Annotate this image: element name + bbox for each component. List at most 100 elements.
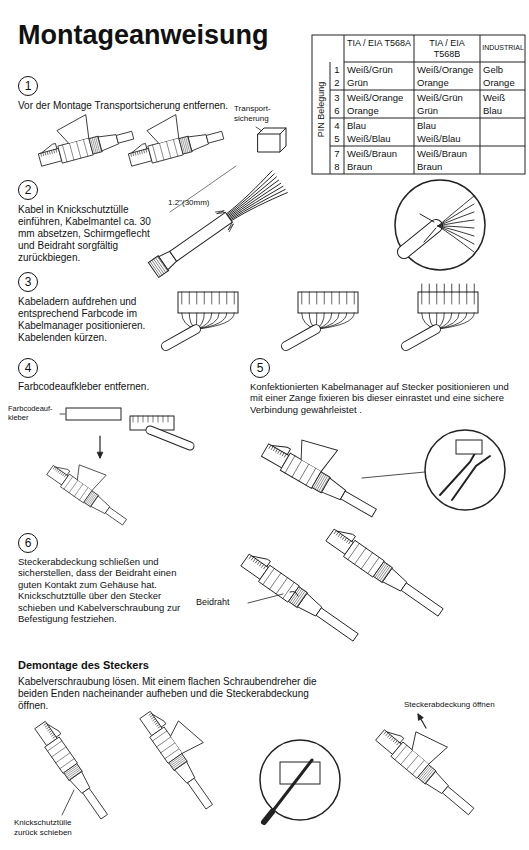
wire	[436, 313, 474, 329]
wire	[228, 180, 280, 217]
slot	[339, 292, 340, 304]
table-cell: Braun	[347, 161, 413, 172]
latch	[337, 526, 355, 541]
contact	[61, 472, 63, 474]
wire	[229, 182, 281, 219]
contact	[154, 721, 157, 723]
contact	[155, 722, 158, 724]
cable	[188, 778, 213, 809]
wire	[438, 220, 474, 226]
slot	[346, 292, 347, 304]
contact	[42, 153, 44, 156]
cable-manager	[286, 292, 358, 346]
slot	[474, 292, 475, 304]
screwdriver	[272, 760, 312, 812]
slot	[444, 292, 445, 304]
leader-line	[60, 414, 65, 415]
housing-rib	[159, 143, 164, 160]
wire-end	[459, 284, 460, 292]
cable	[401, 583, 443, 616]
contact	[249, 556, 251, 559]
step-number-circle: 3	[18, 272, 38, 292]
slot	[429, 292, 430, 304]
slot	[138, 416, 139, 422]
wire	[438, 196, 474, 226]
contact	[345, 538, 347, 541]
contact	[137, 151, 139, 154]
table-cell: Blau	[417, 120, 479, 131]
wire	[438, 212, 474, 226]
housing-rib	[64, 477, 73, 490]
contact	[48, 729, 51, 731]
detail-circle	[395, 180, 485, 270]
contact	[343, 536, 345, 539]
wire	[438, 226, 474, 252]
contact	[145, 149, 147, 152]
slot	[181, 292, 182, 304]
arrow-head	[97, 453, 102, 458]
contact	[340, 535, 342, 538]
housing-rib	[152, 145, 157, 162]
table-border	[312, 35, 525, 174]
housing	[148, 138, 183, 163]
contact	[397, 742, 399, 745]
table-cell: Weiß/Orange	[417, 64, 479, 75]
detail-circle	[260, 740, 340, 820]
transport-lock	[258, 128, 286, 152]
step-number-circle: 4	[18, 358, 38, 378]
instruction-text: Kabelverschraubung lösen. Mit einem flac…	[18, 676, 318, 712]
slot	[163, 416, 164, 422]
table-header: PIN Belegung	[316, 74, 327, 144]
contact	[278, 450, 280, 453]
contact	[55, 149, 57, 152]
cover-open	[406, 725, 448, 766]
table-cell: Weiß/Grün	[347, 64, 413, 75]
contact	[63, 473, 65, 475]
contact	[52, 734, 55, 736]
cable	[404, 226, 436, 252]
knurl	[180, 138, 184, 153]
contact	[53, 736, 56, 738]
cable	[442, 786, 474, 814]
cable	[286, 329, 316, 346]
contact	[347, 539, 349, 542]
wire	[316, 313, 354, 329]
slot	[451, 292, 452, 304]
cable-jacket	[170, 212, 233, 261]
cable-manager-body	[418, 292, 478, 313]
contact	[271, 446, 273, 449]
knurl	[92, 138, 96, 153]
slot	[436, 292, 437, 304]
housing-rib	[76, 141, 81, 158]
contact	[47, 151, 49, 154]
contact	[251, 557, 253, 560]
section-heading: Demontage des Steckers	[18, 659, 238, 672]
latch	[152, 711, 166, 727]
slot	[226, 292, 227, 304]
cover-open	[72, 459, 107, 492]
housing-rib	[161, 743, 175, 753]
instruction-text: Kabeladern aufdrehen und entsprechend Fa…	[18, 296, 158, 344]
latch	[130, 143, 147, 153]
housing-rib	[276, 578, 287, 594]
contact	[60, 471, 62, 473]
knurl	[150, 262, 160, 277]
slot	[459, 292, 460, 304]
contact	[53, 467, 55, 469]
contact	[130, 153, 132, 156]
table-cell: Orange	[417, 77, 479, 88]
step-number-circle: 1	[18, 76, 38, 96]
slot	[324, 292, 325, 304]
latch	[40, 143, 57, 153]
cable	[406, 329, 436, 346]
housing-rib	[56, 753, 70, 763]
wire-end	[436, 284, 437, 292]
contact	[141, 150, 143, 153]
leader-line	[362, 472, 425, 478]
contact	[338, 534, 340, 537]
instruction-text: Farbcodeaufkleber entfernen.	[18, 381, 238, 393]
leader-line	[62, 790, 74, 815]
table-cell: Braun	[417, 161, 479, 172]
slot	[211, 292, 212, 304]
step-number: 4	[25, 362, 32, 374]
